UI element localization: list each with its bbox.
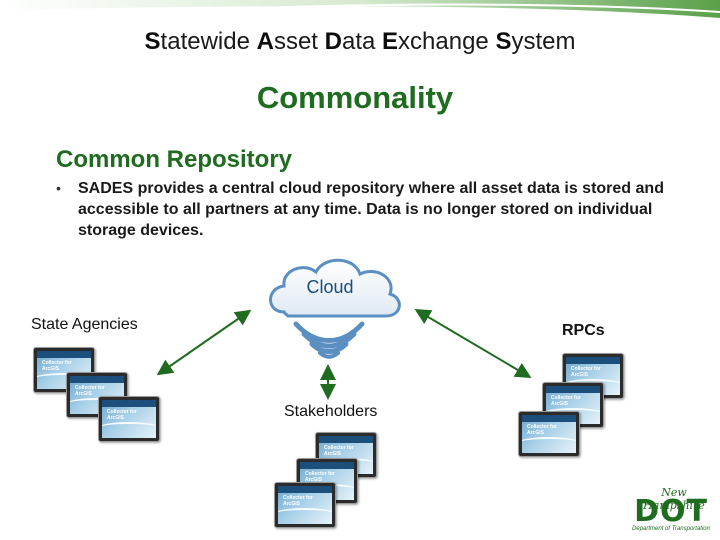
tablet-device: Collector for ArcGIS (274, 482, 336, 528)
logo-state-text: New Hampshire (643, 486, 705, 512)
cloud-icon (269, 258, 401, 359)
logo-dot-text: DOT (634, 494, 708, 529)
arrow-state-cloud (156, 309, 252, 376)
state-agencies-label: State Agencies (31, 316, 138, 333)
section-heading: Common Repository (56, 146, 293, 173)
stakeholders-label: Stakeholders (284, 403, 378, 420)
cloud-label: Cloud (306, 277, 354, 297)
bullet-marker: • (56, 180, 61, 196)
slide-title: Commonality (256, 80, 454, 115)
tablet-device: Collector for ArcGIS (98, 396, 160, 442)
rpcs-label: RPCs (562, 322, 605, 339)
logo-department-text: Department of Transportation (632, 526, 710, 532)
top-decorative-band (0, 0, 720, 18)
arrow-rpcs-cloud (414, 308, 532, 379)
tablet-device: Collector for ArcGIS (66, 372, 128, 418)
bullet-text: SADES provides a central cloud repositor… (78, 180, 664, 239)
tablet-device: Collector for ArcGIS (518, 411, 580, 457)
presentation-title: Statewide Asset Data Exchange System (144, 28, 576, 55)
